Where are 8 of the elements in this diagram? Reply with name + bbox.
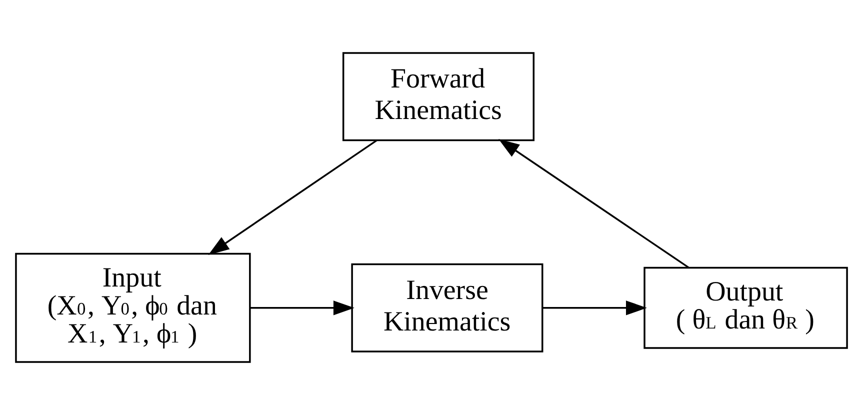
node-box: Forward Kinematics xyxy=(342,52,535,141)
node-box: Input (X0, Y0, ϕ0 dan X1, Y1, ϕ1 ) xyxy=(15,252,251,362)
arrow xyxy=(542,300,647,315)
arrow xyxy=(250,300,354,315)
arrow xyxy=(208,139,378,254)
arrow xyxy=(498,138,690,268)
node-box: Output ( θL dan θR ) xyxy=(644,266,848,348)
node-box: Inverse Kinematics xyxy=(351,262,544,352)
